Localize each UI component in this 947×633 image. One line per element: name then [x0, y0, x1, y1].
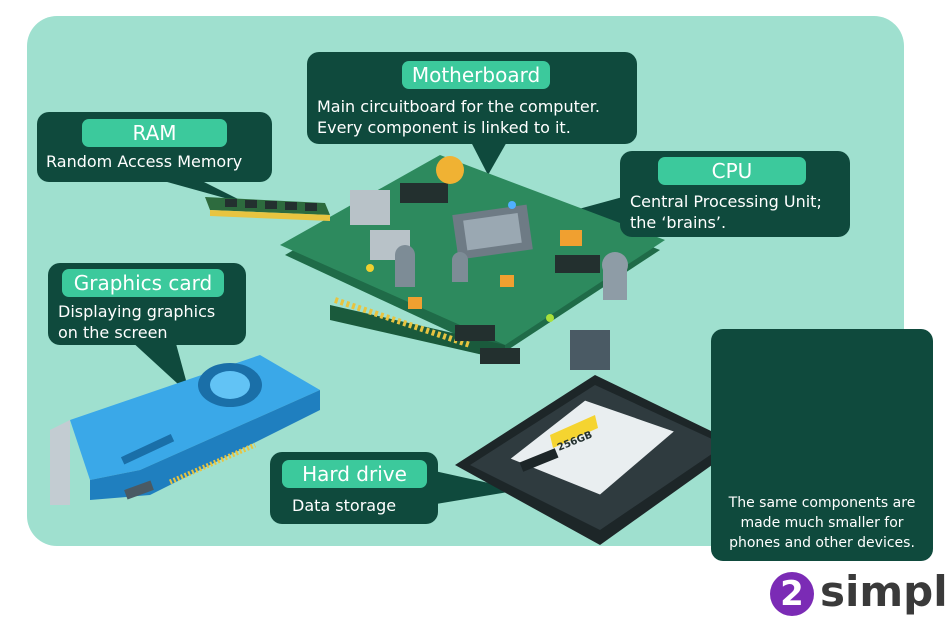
- ram-graphic: [205, 197, 330, 221]
- graphics-card-graphic: [50, 355, 320, 505]
- motherboard-tag: Motherboard: [402, 61, 550, 89]
- 2simple-logo: 2 simple: [770, 567, 947, 620]
- graphics-line-2: on the screen: [58, 323, 168, 342]
- phones-note-line-2: made much smaller for: [740, 515, 904, 531]
- cpu-line-1: Central Processing Unit;: [630, 192, 822, 211]
- cpu-line-2: the ‘brains’.: [630, 213, 727, 232]
- logo-wordmark: simple: [820, 567, 947, 616]
- ram-description: Random Access Memory: [46, 151, 242, 172]
- motherboard-graphic: [280, 155, 665, 370]
- motherboard-callout: Motherboard Main circuitboard for the co…: [307, 52, 637, 144]
- graphics-card-callout: Graphics card Displaying graphics on the…: [48, 263, 246, 345]
- motherboard-description: Main circuitboard for the computer. Ever…: [317, 96, 600, 138]
- phones-note-box: The same components are made much smalle…: [711, 329, 933, 561]
- hard-drive-tag: Hard drive: [282, 460, 427, 488]
- cpu-description: Central Processing Unit; the ‘brains’.: [630, 191, 822, 233]
- phones-note: The same components are made much smalle…: [711, 493, 933, 553]
- ram-tag: RAM: [82, 119, 227, 147]
- graphics-pointer: [130, 340, 190, 395]
- graphics-card-tag: Graphics card: [62, 269, 224, 297]
- cpu-callout: CPU Central Processing Unit; the ‘brains…: [620, 151, 850, 237]
- motherboard-line-2: Every component is linked to it.: [317, 118, 571, 137]
- harddrive-pointer: [430, 470, 520, 505]
- cpu-tag: CPU: [658, 157, 806, 185]
- hard-drive-description: Data storage: [292, 495, 396, 516]
- motherboard-line-1: Main circuitboard for the computer.: [317, 97, 600, 116]
- ram-line-1: Random Access Memory: [46, 152, 243, 171]
- hard-drive-graphic: 256GB: [455, 375, 740, 545]
- motherboard-pointer: [470, 140, 508, 175]
- ram-callout: RAM Random Access Memory: [37, 112, 272, 182]
- phones-note-line-3: phones and other devices.: [729, 535, 915, 551]
- logo-badge: 2: [770, 572, 814, 616]
- phones-note-line-1: The same components are: [728, 495, 916, 511]
- graphics-card-description: Displaying graphics on the screen: [58, 301, 215, 343]
- hard-drive-line-1: Data storage: [292, 496, 397, 515]
- graphics-line-1: Displaying graphics: [58, 302, 216, 321]
- hard-drive-callout: Hard drive Data storage: [270, 452, 438, 524]
